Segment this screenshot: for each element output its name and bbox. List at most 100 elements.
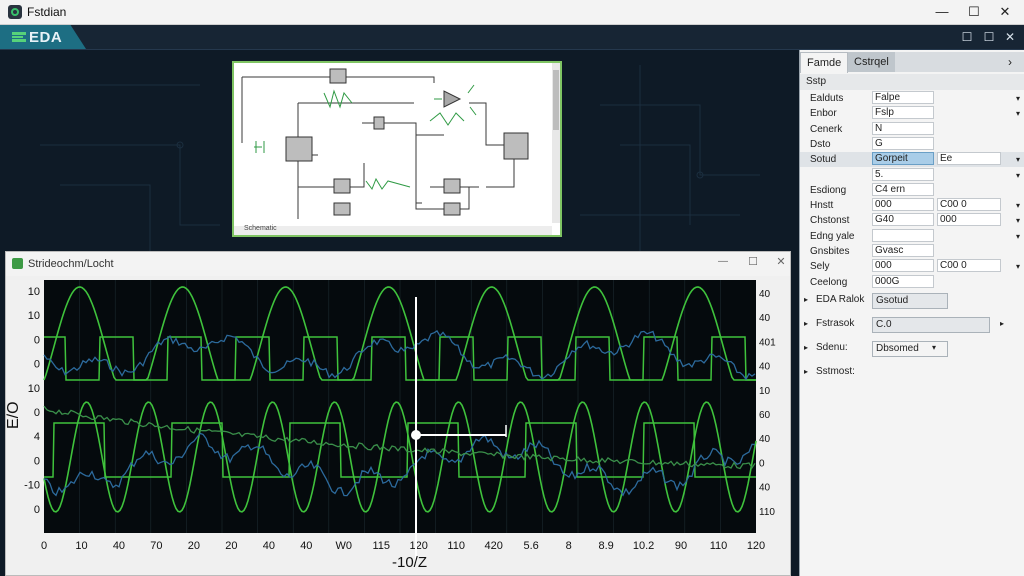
- scope-icon: [12, 258, 23, 269]
- x-axis-label: -10/Z: [392, 554, 427, 571]
- x-tick: 10: [75, 540, 87, 552]
- y-tick-left: 0: [34, 334, 40, 346]
- property-row[interactable]: Edng yale ▾: [800, 228, 1024, 244]
- x-tick: 70: [150, 540, 162, 552]
- property-value[interactable]: 5.: [872, 167, 934, 181]
- chevron-down-icon[interactable]: ▾: [1015, 109, 1020, 119]
- property-value-secondary[interactable]: C00 0: [937, 259, 1001, 273]
- chevron-down-icon[interactable]: ▾: [1015, 231, 1020, 241]
- chevron-down-icon[interactable]: ▾: [1015, 155, 1020, 165]
- x-tick: 115: [372, 540, 390, 552]
- setting-row[interactable]: ▸Sdenu:Dbsomed▾: [800, 340, 1024, 360]
- y-axis-label: E/O: [6, 401, 22, 429]
- chevron-right-icon[interactable]: ▸: [804, 367, 809, 376]
- chevron-right-icon[interactable]: ▸: [804, 295, 809, 304]
- schematic-window[interactable]: [232, 61, 562, 237]
- schematic-diagram[interactable]: [234, 63, 554, 223]
- chevron-right-icon[interactable]: ▸: [804, 343, 809, 352]
- property-value-secondary[interactable]: 000: [937, 213, 1001, 227]
- x-tick: 120: [410, 540, 428, 552]
- chevron-right-icon[interactable]: ▸: [1000, 319, 1005, 328]
- schematic-scroll-thumb[interactable]: [553, 70, 559, 130]
- tab-formula[interactable]: Famde: [800, 52, 849, 73]
- component-u4: [333, 202, 351, 216]
- property-label: Sely: [810, 261, 830, 273]
- tab-scroll-right-icon[interactable]: ›: [1008, 55, 1012, 69]
- property-row[interactable]: Gnsbites Gvasc: [800, 244, 1024, 259]
- chevron-right-icon[interactable]: ▸: [804, 319, 809, 328]
- property-value[interactable]: 000G: [872, 274, 934, 288]
- property-label: Esdiong: [810, 184, 847, 196]
- maximize-button[interactable]: ☐: [968, 4, 980, 19]
- property-value-secondary[interactable]: Ee: [937, 152, 1001, 166]
- y-tick-left: -10: [24, 480, 40, 492]
- y-tick-left: 0: [34, 504, 40, 516]
- trace-sine-bottom: [43, 401, 757, 513]
- property-value[interactable]: Gorpeit: [872, 152, 934, 166]
- property-value[interactable]: 000: [872, 198, 934, 212]
- property-value[interactable]: Fslp: [872, 106, 934, 120]
- chevron-down-icon[interactable]: ▾: [1015, 262, 1020, 272]
- chevron-down-icon[interactable]: ▾: [932, 343, 937, 352]
- schematic-vertical-scrollbar[interactable]: [552, 63, 560, 223]
- tab-control[interactable]: Cstrqel: [848, 52, 895, 72]
- chevron-down-icon[interactable]: ▾: [1015, 216, 1020, 226]
- property-value[interactable]: Falpe: [872, 91, 934, 104]
- property-row[interactable]: Enbor Fslp ▾: [800, 106, 1024, 121]
- minimize-button[interactable]: —: [935, 4, 949, 19]
- setting-row[interactable]: ▸Sstmost:: [800, 364, 1024, 384]
- property-value[interactable]: Gvasc: [872, 244, 934, 257]
- chevron-down-icon[interactable]: ▾: [1015, 201, 1020, 211]
- x-tick: 90: [675, 540, 687, 552]
- panel-section-header[interactable]: Sstp: [800, 74, 1024, 90]
- y-tick-right: 40: [759, 313, 771, 324]
- close-button[interactable]: ✕: [999, 4, 1011, 19]
- property-value[interactable]: N: [872, 121, 934, 135]
- trace-noise-bottom: [43, 432, 756, 497]
- component-u6: [443, 178, 461, 194]
- property-value[interactable]: G: [872, 136, 934, 150]
- close-document-icon[interactable]: ✕: [1004, 30, 1016, 44]
- property-label: Gnsbites: [810, 246, 850, 257]
- chevron-down-icon[interactable]: ▾: [1015, 170, 1020, 180]
- restore-icon[interactable]: ☐: [961, 30, 973, 44]
- scope-close-button[interactable]: ✕: [776, 256, 786, 268]
- property-row[interactable]: Esdiong C4 ern: [800, 182, 1024, 198]
- y-tick-right: 0: [759, 458, 765, 469]
- schematic-horizontal-scrollbar[interactable]: [234, 226, 552, 235]
- setting-value[interactable]: Gsotud: [872, 293, 948, 309]
- app-toolbar: [0, 25, 1024, 50]
- cursor-point[interactable]: [411, 430, 421, 440]
- tile-icon[interactable]: ☐: [983, 30, 995, 44]
- property-label: Edng yale: [810, 230, 855, 242]
- setting-value[interactable]: Dbsomed: [872, 341, 948, 357]
- y-tick-right: 110: [759, 507, 775, 518]
- component-u3: [333, 178, 351, 194]
- scope-maximize-button[interactable]: ☐: [748, 256, 758, 268]
- property-value[interactable]: [872, 228, 934, 242]
- scope-minimize-button[interactable]: —: [718, 256, 728, 267]
- property-value[interactable]: 000: [872, 259, 934, 273]
- schematic-status: Schematic: [244, 225, 277, 232]
- property-row[interactable]: 5. ▾: [800, 167, 1024, 183]
- y-tick-right: 40: [759, 289, 771, 300]
- property-label: Enbor: [810, 108, 837, 120]
- y-tick-left: 10: [28, 286, 40, 298]
- trace-square-bottom: [44, 422, 756, 478]
- property-value[interactable]: C4 ern: [872, 182, 934, 196]
- setting-value[interactable]: C.0: [872, 317, 990, 333]
- property-value-secondary[interactable]: C00 0: [937, 198, 1001, 212]
- property-value[interactable]: G40: [872, 213, 934, 227]
- chevron-down-icon[interactable]: ▾: [1015, 94, 1020, 103]
